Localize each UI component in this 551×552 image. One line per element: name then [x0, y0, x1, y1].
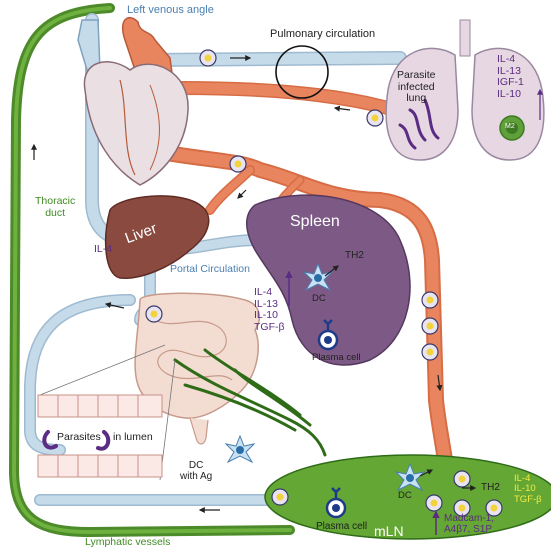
lumen-parasite-left	[42, 430, 58, 450]
lung-cytokine: IL-10	[497, 87, 521, 100]
in-lumen-label: in lumen	[113, 431, 153, 443]
spleen-cytokine: TGF-β	[254, 320, 285, 333]
lungs	[385, 19, 545, 161]
spleen-th2-label: TH2	[345, 250, 364, 261]
lung-label-line: lung	[406, 92, 427, 105]
thoracic-duct-line: duct	[45, 206, 66, 219]
spleen-label: Spleen	[290, 213, 340, 230]
dendritic-cell-mln	[394, 462, 426, 492]
left-venous-angle-label: Left venous angle	[127, 4, 214, 16]
mln-dc-label: DC	[398, 490, 412, 501]
pulmonary-circle	[275, 45, 329, 99]
homing-line: Madcam-1,	[444, 513, 495, 524]
homing-molecules-label: Madcam-1, A4β7, S1P	[444, 513, 494, 535]
mln-label: mLN	[374, 523, 404, 539]
lymph-branches	[173, 348, 327, 457]
liver	[104, 195, 210, 279]
mln-cytokine-list: IL-4 IL-10 TGF-β	[514, 473, 542, 505]
heart	[77, 17, 189, 186]
mln-cytokine: IL-10	[514, 483, 536, 495]
mln-plasma-cell-label: Plasma cell	[316, 521, 368, 532]
lung-cytokine: IL-4	[497, 53, 516, 65]
arrows	[31, 55, 477, 513]
lumen-parasite-right	[96, 430, 111, 451]
liver-il4-label: IL-4	[94, 243, 113, 255]
spleen-cytokine: IL-13	[254, 297, 278, 310]
mln-cytokine: IL-4	[514, 473, 531, 484]
spleen-cytokine: IL-10	[254, 309, 278, 322]
homing-line: A4β7, S1P	[444, 524, 493, 535]
thoracic-duct-label: Thoracic duct	[35, 195, 76, 219]
lymphatic-vessel-inner	[11, 6, 292, 535]
dendritic-cell-gut	[224, 434, 256, 464]
plasma-cell-spleen	[317, 319, 339, 351]
m2-label: M2	[505, 123, 515, 130]
parasites-label: Parasites	[57, 431, 101, 443]
plasma-cell-mln	[325, 487, 347, 519]
dc-with-ag-line: DC	[188, 460, 204, 471]
lung-label: Parasite infected lung	[397, 69, 436, 105]
spleen-cytokine-list: IL-4 IL-13 IL-10 TGF-β	[254, 286, 285, 333]
lung-label-line: infected	[397, 80, 435, 93]
spleen	[246, 194, 411, 366]
mln-cytokine: TGF-β	[514, 493, 542, 505]
lung-cytokine: IGF-1	[497, 76, 524, 89]
mln-th2-label: TH2	[481, 482, 500, 493]
dc-with-ag-label: DC with Ag	[180, 460, 212, 482]
veins	[24, 13, 407, 506]
lung-cytokine: IL-13	[497, 64, 521, 77]
spleen-plasma-cell-label: Plasma cell	[312, 352, 361, 363]
circulating-cells	[145, 49, 503, 517]
dc-with-ag-line: with Ag	[180, 471, 213, 482]
lymphatic-vessels-label: Lymphatic vessels	[85, 536, 171, 548]
spleen-cytokine: IL-4	[254, 286, 273, 298]
thoracic-duct-line: Thoracic	[35, 195, 76, 207]
lumen-epithelium	[37, 394, 163, 478]
lung-label-line: Parasite	[397, 69, 436, 81]
portal-circulation-label: Portal Circulation	[170, 263, 250, 275]
pulmonary-circulation-label: Pulmonary circulation	[270, 28, 376, 40]
spleen-dc-label: DC	[312, 293, 326, 304]
intestines	[134, 292, 261, 445]
lung-cytokine-list: IL-4 IL-13 IGF-1 IL-10	[497, 53, 524, 100]
